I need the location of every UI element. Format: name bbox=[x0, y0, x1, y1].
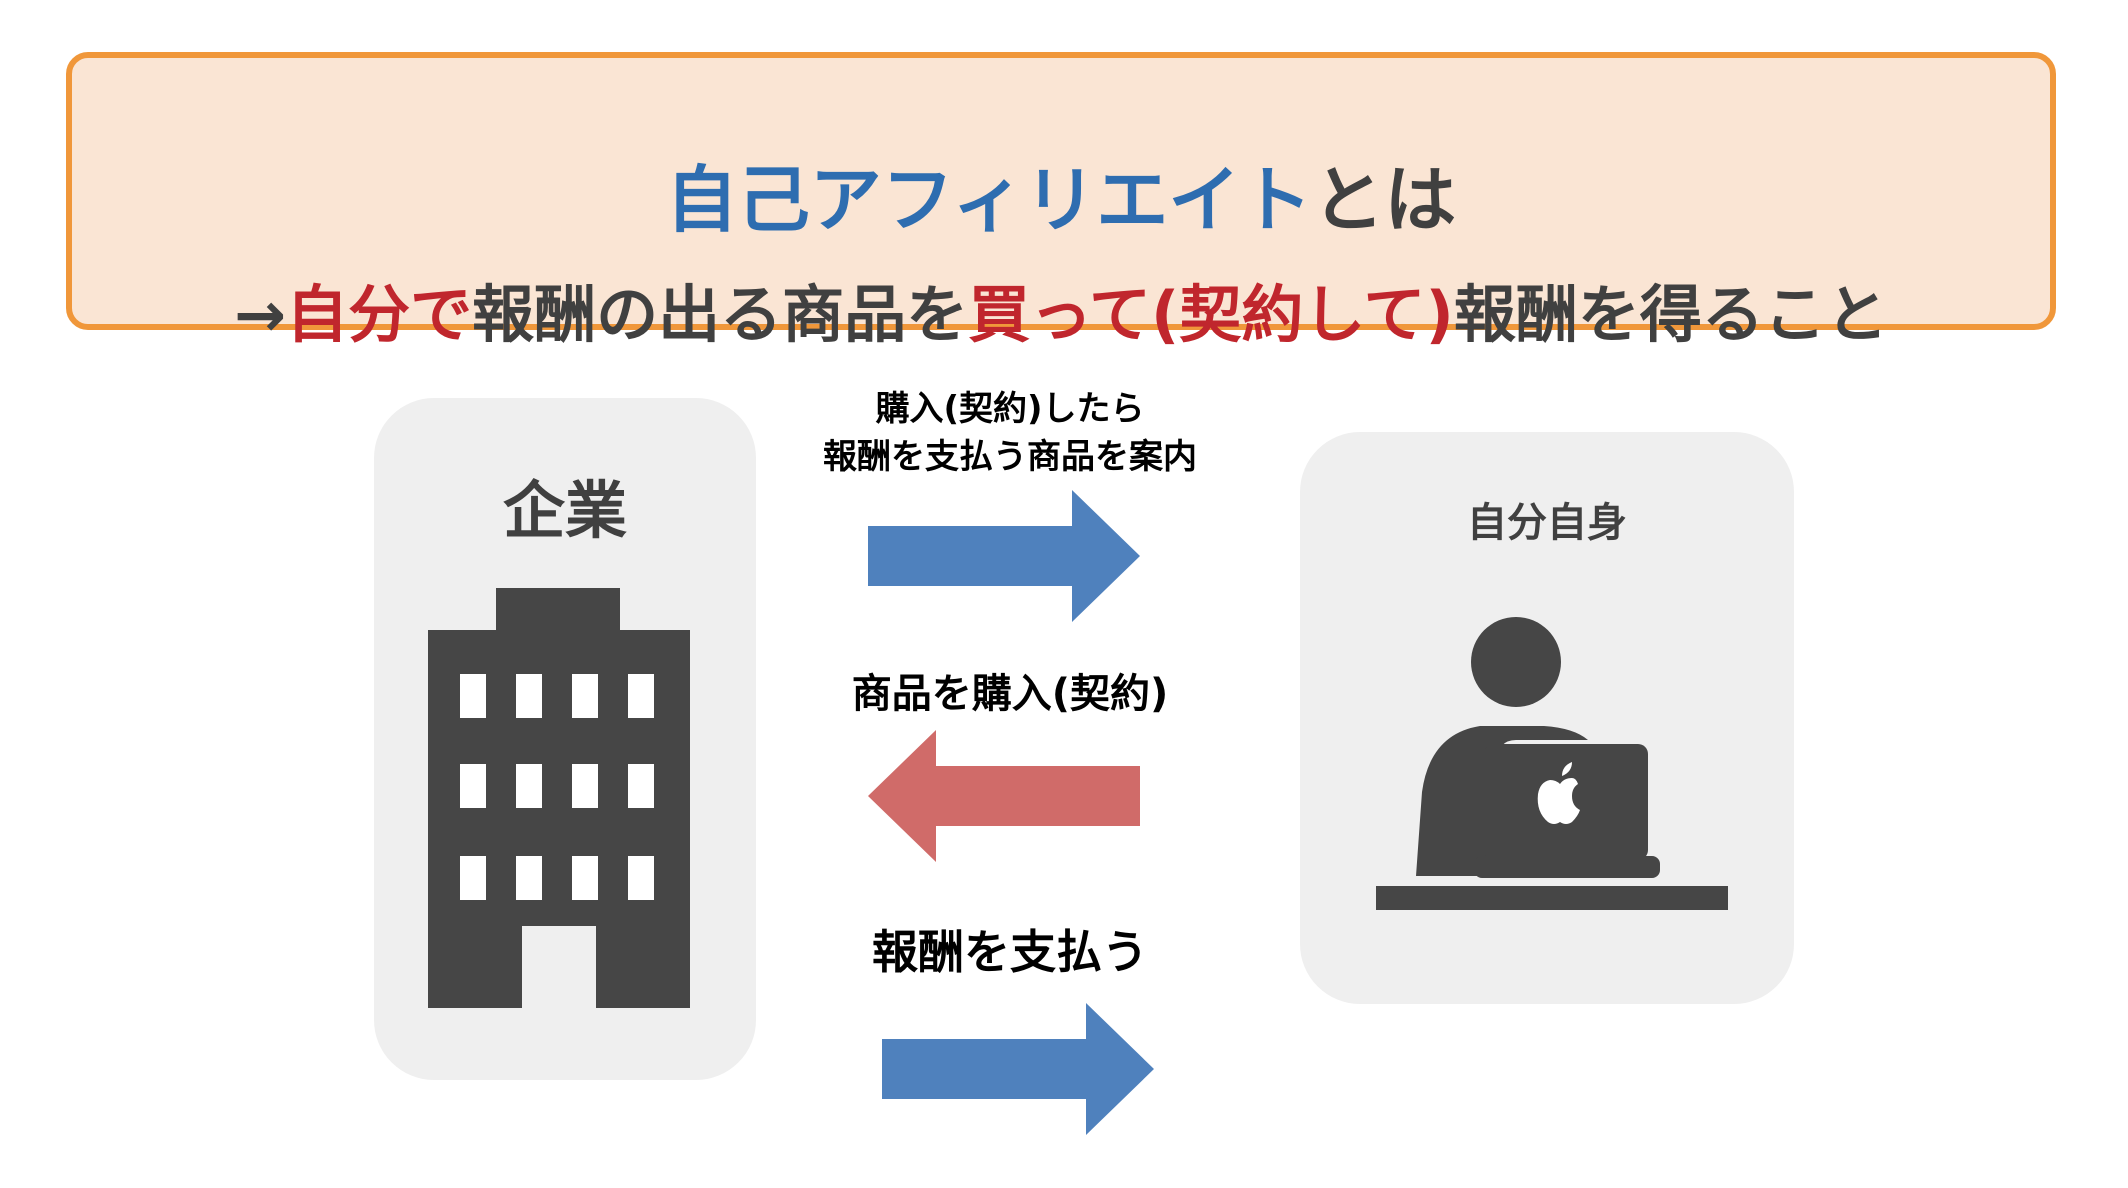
self-panel: 自分自身 bbox=[1300, 432, 1794, 1004]
subtitle-highlight-1: 自分で bbox=[286, 278, 473, 351]
title-highlight: 自己アフィリエイト bbox=[665, 158, 1313, 242]
left-arrow-icon bbox=[868, 730, 1140, 862]
subtitle-arrow: → bbox=[234, 278, 287, 351]
title-suffix: とは bbox=[1312, 158, 1457, 242]
flow-label-reward: 報酬を支払う bbox=[760, 920, 1260, 984]
company-label: 企業 bbox=[502, 474, 627, 547]
flow-label-line: 購入(契約)したら bbox=[875, 389, 1145, 429]
flow-label-purchase: 商品を購入(契約) bbox=[760, 666, 1260, 722]
page-title: 自己アフィリエイトとは bbox=[72, 150, 2050, 250]
subtitle-text-1: 報酬の出る商品を bbox=[472, 278, 969, 351]
company-panel: 企業 bbox=[374, 398, 756, 1080]
flow-label-guide: 購入(契約)したら 報酬を支払う商品を案内 bbox=[760, 385, 1260, 481]
page-subtitle: →自分で報酬の出る商品を買って(契約して)報酬を得ること bbox=[72, 270, 2050, 360]
flow-label-line: 報酬を支払う bbox=[872, 925, 1148, 979]
subtitle-text-2: 報酬を得ること bbox=[1453, 278, 1888, 351]
right-arrow-icon bbox=[882, 1003, 1154, 1135]
person-laptop-icon bbox=[1376, 616, 1728, 920]
flow-label-line: 報酬を支払う商品を案内 bbox=[823, 437, 1197, 477]
building-icon bbox=[428, 588, 690, 1018]
right-arrow-icon bbox=[868, 490, 1140, 622]
self-label: 自分自身 bbox=[1467, 500, 1627, 546]
title-banner: 自己アフィリエイトとは →自分で報酬の出る商品を買って(契約して)報酬を得ること bbox=[66, 52, 2056, 351]
subtitle-highlight-2: 買って(契約して) bbox=[968, 278, 1454, 351]
flow-label-line: 商品を購入(契約) bbox=[851, 671, 1169, 717]
